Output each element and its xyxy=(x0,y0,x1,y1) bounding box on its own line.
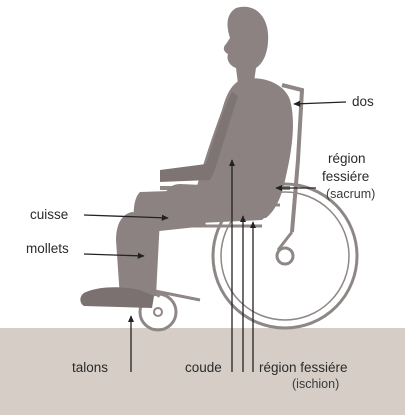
label-coude: coude xyxy=(185,361,222,375)
label-sacrum: (sacrum) xyxy=(326,188,375,201)
label-cuisse: cuisse xyxy=(30,208,68,222)
label-region-fessiere-bottom: région fessiére xyxy=(259,361,348,375)
seated-person xyxy=(80,7,293,308)
label-dos: dos xyxy=(352,95,374,109)
label-mollets: mollets xyxy=(26,242,69,256)
label-region-fessiere-top-line2: fessiére xyxy=(322,170,369,184)
label-region-fessiere-top-line1: région xyxy=(328,152,366,166)
label-talons: talons xyxy=(72,361,108,375)
label-ischion: (ischion) xyxy=(292,378,339,391)
